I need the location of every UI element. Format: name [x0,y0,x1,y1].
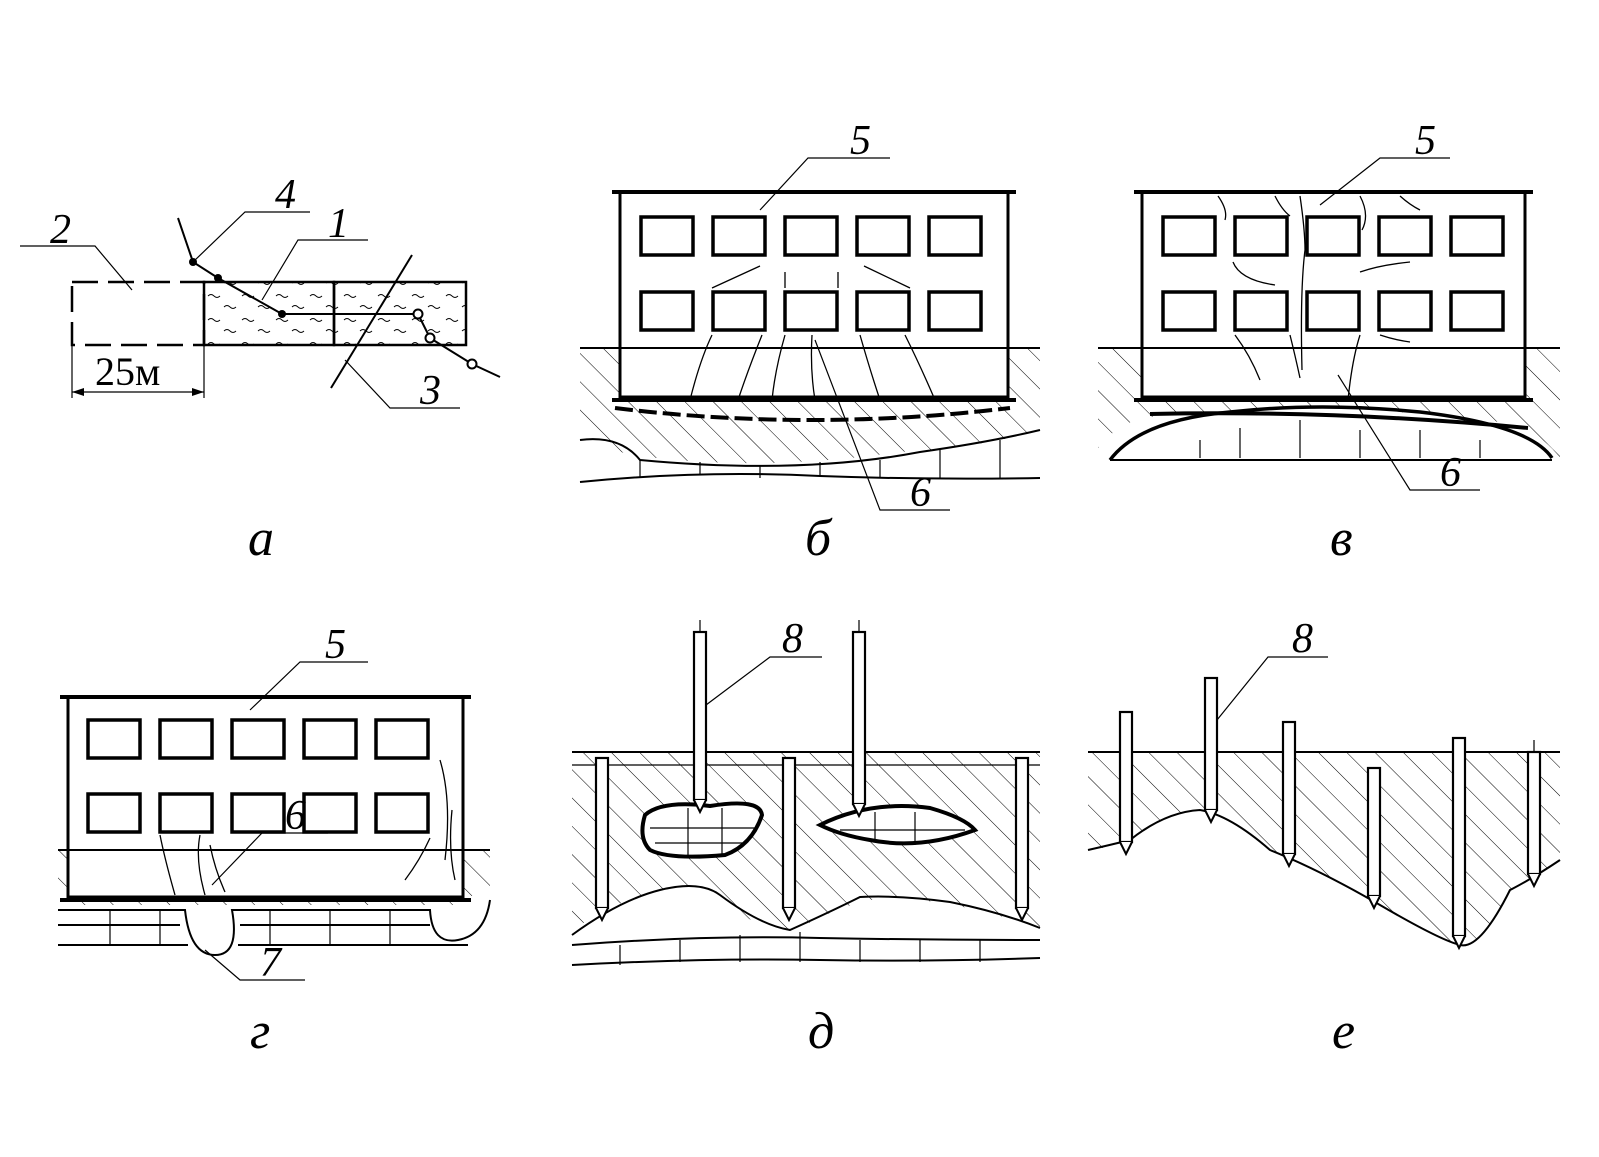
borehole [1118,710,1134,857]
panel-v: 5 6 в [1098,118,1560,567]
panel-b: 5 6 б [579,118,1041,567]
label-7-g: 7 [260,940,283,986]
label-6-b: 6 [910,470,931,516]
dimension-25m: 25м [95,349,160,394]
borehole [1526,740,1542,889]
caption-v: в [1330,510,1353,567]
label-1: 1 [328,201,349,247]
borehole [781,756,797,923]
label-8-d: 8 [782,616,803,662]
caption-a: а [248,510,274,567]
label-8-e: 8 [1292,616,1313,662]
borehole [1281,720,1297,869]
borehole [1451,736,1467,951]
borehole [1014,756,1030,923]
label-3: 3 [419,368,441,414]
caption-e: е [1332,1003,1355,1060]
caption-b: б [805,510,833,567]
borehole [594,756,610,923]
borehole [692,620,708,815]
borehole [851,620,867,819]
borehole [1366,766,1382,911]
caption-g: г [250,1003,270,1060]
label-6-v: 6 [1440,450,1461,496]
borehole [1203,676,1219,825]
panel-e: 8 е [1087,616,1561,1060]
label-6-g: 6 [285,793,306,839]
label-5-b: 5 [850,118,871,164]
panel-g: 5 6 7 г [58,622,491,1060]
label-4: 4 [275,172,296,218]
label-5-g: 5 [325,622,346,668]
panel-d: 8 д [571,616,1041,1060]
label-2: 2 [50,207,71,253]
caption-d: д [808,1003,834,1060]
label-5-v: 5 [1415,118,1436,164]
panel-a: 25м 2 4 1 3 а [20,172,501,567]
